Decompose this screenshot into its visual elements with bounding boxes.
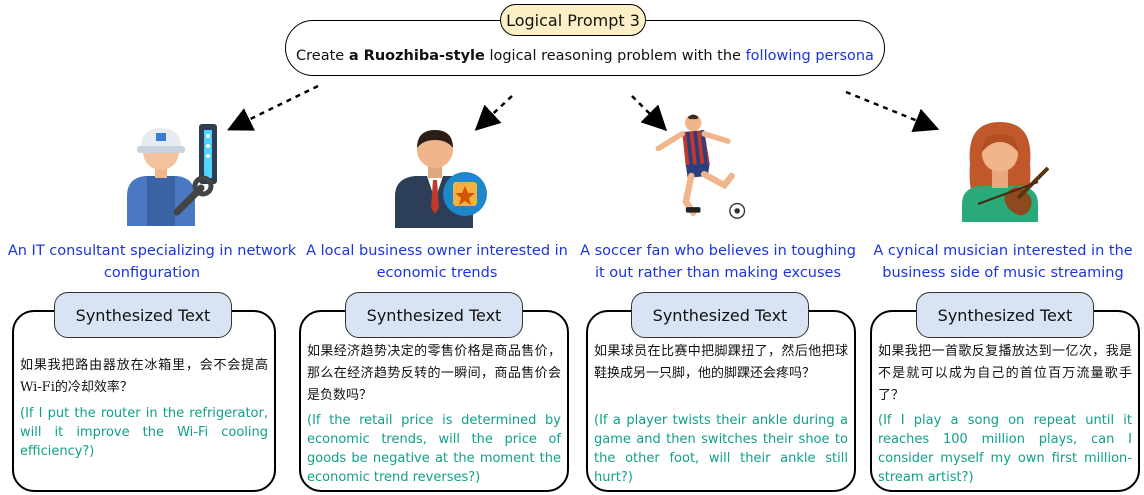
prompt-badge: Logical Prompt 3 <box>500 4 646 36</box>
synthesized-tag-1: Synthesized Text <box>54 292 232 338</box>
synthesized-card-4 <box>870 310 1140 492</box>
soccer-player-icon <box>655 114 746 219</box>
question-2-en: (If the retail price is determined by ec… <box>307 413 561 485</box>
synthesized-tag-2-label: Synthesized Text <box>366 305 502 325</box>
synthesized-tag-3: Synthesized Text <box>631 292 809 338</box>
prompt-text: Create a Ruozhiba-style logical reasonin… <box>285 48 885 64</box>
question-1-en: (If I put the router in the refrigerator… <box>20 406 268 459</box>
synthesized-tag-3-label: Synthesized Text <box>652 305 788 325</box>
prompt-text-part1: Create <box>296 48 349 64</box>
synthesized-card-2 <box>299 310 569 492</box>
prompt-text-link: following persona <box>745 48 874 64</box>
prompt-text-bold: a Ruozhiba-style <box>348 48 485 64</box>
question-3-en: (If a player twists their ankle during a… <box>594 413 848 485</box>
it-consultant-icon <box>127 124 217 226</box>
persona-3-description: A soccer fan who believes in toughing it… <box>580 243 856 281</box>
synthesized-tag-2: Synthesized Text <box>345 292 523 338</box>
synthesized-tag-4: Synthesized Text <box>916 292 1094 338</box>
business-owner-icon <box>395 130 487 228</box>
synthesized-card-1 <box>12 310 276 492</box>
synthesized-card-3 <box>586 310 856 492</box>
prompt-badge-label: Logical Prompt 3 <box>506 10 640 30</box>
persona-1-description: An IT consultant specializing in network… <box>7 243 297 281</box>
arrow-to-persona-2 <box>474 95 513 131</box>
question-2-zh: 如果经济趋势决定的零售价格是商品售价，那么在经济趋势反转的一瞬间，商品售价会是负… <box>307 344 561 403</box>
synthesized-tag-4-label: Synthesized Text <box>937 305 1073 325</box>
persona-2-description: A local business owner interested in eco… <box>306 243 568 281</box>
prompt-text-part2: logical reasoning problem with the <box>484 48 746 64</box>
question-1-zh: 如果我把路由器放在冰箱里，会不会提高Wi-Fi的冷却效率？ <box>20 358 268 395</box>
arrow-to-persona-4 <box>845 90 940 132</box>
question-4-zh: 如果我把一首歌反复播放达到一亿次，我是不是就可以成为自己的首位百万流量歌手了？ <box>878 344 1132 403</box>
question-4-en: (If I play a song on repeat until it rea… <box>878 413 1132 485</box>
question-3-zh: 如果球员在比赛中把脚踝扭了，然后他把球鞋换成另一只脚，他的脚踝还会疼吗？ <box>594 344 848 381</box>
arrow-to-persona-1 <box>227 84 319 131</box>
musician-icon <box>962 122 1050 222</box>
persona-4-description: A cynical musician interested in the bus… <box>873 243 1133 281</box>
synthesized-tag-1-label: Synthesized Text <box>75 305 211 325</box>
arrow-to-persona-3 <box>631 95 668 132</box>
